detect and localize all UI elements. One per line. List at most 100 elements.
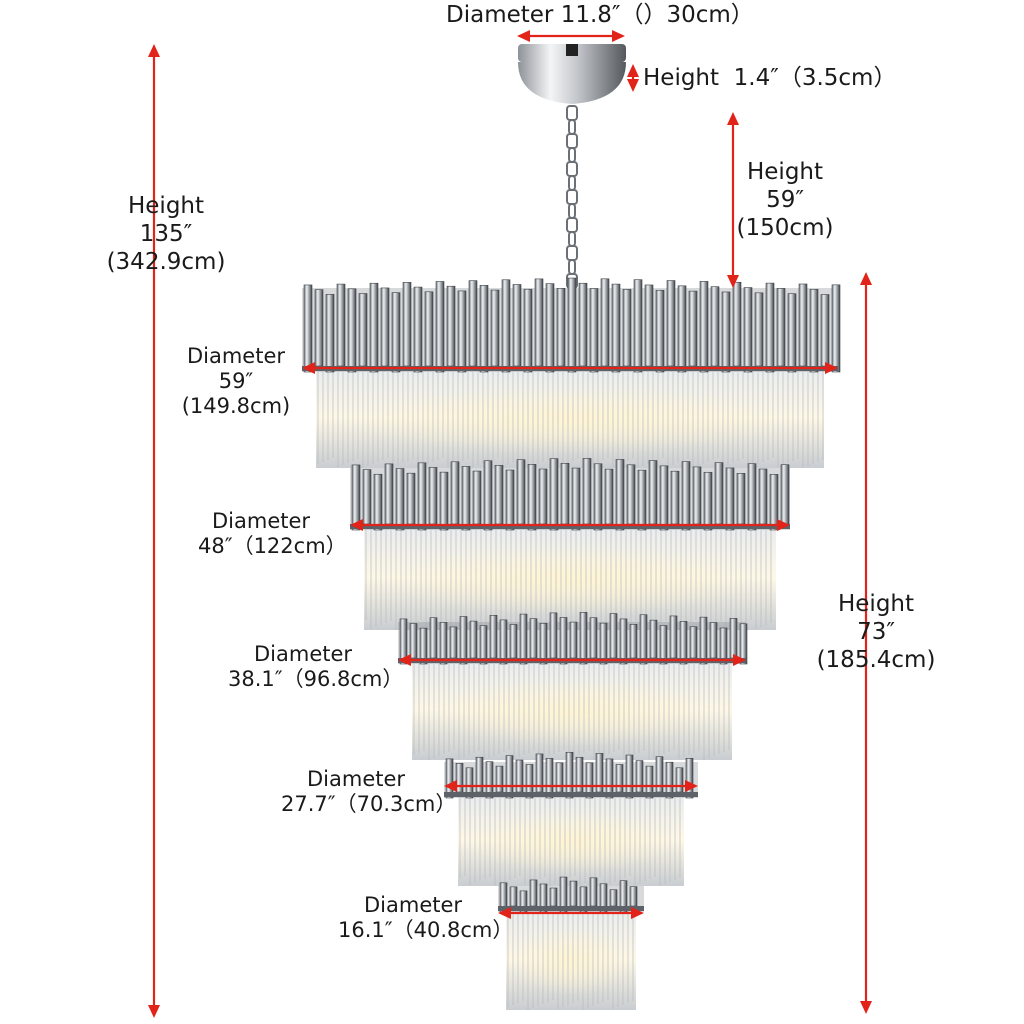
chrome-rod [512,284,522,367]
chrome-rod [459,616,468,665]
chain-link [566,105,578,121]
chrome-rod [435,281,445,373]
chrome-rod [699,616,708,665]
chrome-rod [419,627,428,665]
chrome-rod [559,617,568,665]
chrome-rod [619,618,628,665]
overall-height-label: Height 135″ (342.9cm) [106,193,226,275]
chrome-rod [629,624,638,659]
chain-height-arrow [727,112,739,288]
chrome-rod [523,288,533,373]
chrome-rod [483,460,493,531]
chrome-rod [685,758,694,799]
tier-rim [350,524,790,529]
chrome-rod [555,762,564,793]
chrome-rod [649,619,658,659]
chrome-rod [545,758,554,799]
arrow-head-top [727,112,739,125]
tier-5-diameter-arrow [498,907,644,919]
chrome-rod [765,282,775,373]
tier-1-diameter-arrow [302,362,838,374]
tier-2-diameter-label: Diameter 48″（122cm） [198,509,347,558]
chrome-rod [571,467,581,531]
chain-link [568,175,576,191]
chrome-rod [545,283,555,373]
chain-link [566,245,578,261]
chrome-rod [736,473,746,525]
chrome-rod [479,285,489,373]
tier-chrome-band [350,468,790,530]
chrome-rod [560,462,570,525]
chain-link [568,203,576,219]
chrome-rod [413,286,423,373]
tier-glow [464,811,678,873]
overall-height-arrow [148,44,160,1018]
chrome-rod [648,460,658,525]
chrome-rod [725,467,735,531]
chrome-rod [439,471,449,531]
chrome-rod [455,763,464,793]
arrow-head-left [398,654,411,666]
arrow-head-bottom [148,1005,160,1018]
chrome-rod [769,474,779,531]
chain-link [566,133,578,149]
body-height-label: Height 73″ (185.4cm) [816,591,936,673]
arrow-head-right [685,780,698,792]
chrome-rod [429,617,438,659]
chrome-rod [645,765,654,799]
chain-link [566,189,578,205]
chrome-rod [729,618,738,659]
tier-1-diameter-label: Diameter 59″ (149.8cm) [181,344,291,418]
chrome-rod [688,290,698,367]
chrome-rod [739,623,748,665]
arrow-head-right [612,30,625,42]
chrome-rod [303,284,313,373]
arrow-head-left [350,519,363,531]
chrome-rod [450,461,460,525]
chrome-rod [373,473,383,531]
body-height-arrow [860,272,872,1014]
tier-5 [498,876,644,1010]
arrow-head-right [777,519,790,531]
chrome-rod [325,294,335,373]
chrome-rod [457,290,467,373]
canopy-height-arrow [627,64,639,92]
chrome-rod [417,462,427,531]
chrome-rod [798,283,808,367]
chrome-rod [699,281,709,373]
chrome-rod [351,464,361,531]
arrow-head-top [148,44,160,57]
chrome-rod [780,464,790,525]
chrome-rod [578,282,588,367]
chrome-rod [409,623,418,659]
chain-link [568,119,576,135]
arrow-head-left [444,780,457,792]
chrome-rod [358,293,368,367]
chrome-rod [585,762,594,799]
chrome-rod [677,285,687,373]
chrome-rod [469,620,478,659]
chrome-rod [787,293,797,373]
arrow-head-bottom [727,275,739,288]
chrome-rod [622,289,632,367]
chrome-rod [565,751,574,799]
chrome-rod [529,618,538,659]
chrome-rod [820,294,830,367]
tier-rim [444,792,698,797]
chrome-rod [604,468,614,525]
chrome-rod [538,468,548,525]
chrome-rod [515,759,524,793]
chrome-rod [692,466,702,525]
chrome-rod [732,281,742,367]
chrome-rod [490,289,500,367]
chrome-rod [525,764,534,799]
chrome-rod [461,466,471,531]
chrome-rod [721,291,731,373]
chrome-rod [605,758,614,799]
chain-height-label: Height 59″ (150cm) [736,159,834,241]
chrome-rod [428,467,438,525]
chrome-rod [665,761,674,799]
chrome-rod [626,464,636,525]
